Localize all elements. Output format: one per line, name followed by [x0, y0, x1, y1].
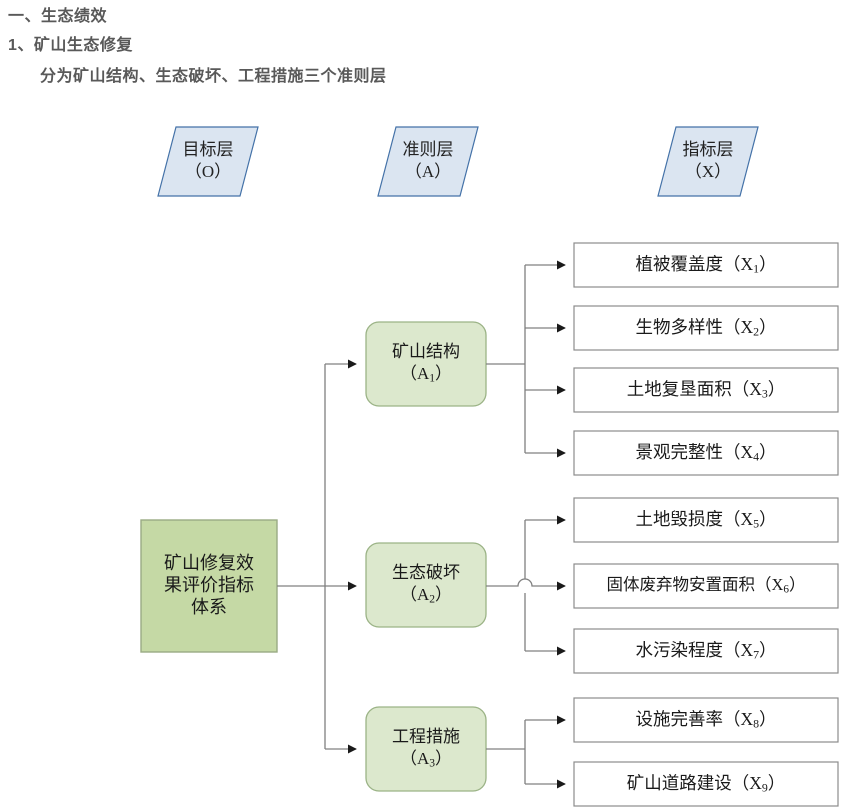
node-root[interactable] — [140, 519, 278, 653]
connector-root-trunk — [277, 364, 326, 749]
heading-section-title: 一、生态绩效 — [8, 8, 108, 25]
node-criteria-A3[interactable] — [365, 706, 487, 792]
node-indicator-X4[interactable] — [573, 430, 839, 476]
node-indicator-X7[interactable] — [573, 628, 839, 674]
node-indicator-X2[interactable] — [573, 305, 839, 351]
node-indicator-X3[interactable] — [573, 367, 839, 413]
connector-A3-trunk — [486, 720, 526, 784]
node-criteria-A2[interactable] — [365, 542, 487, 628]
layer-header-goal[interactable] — [157, 126, 259, 197]
node-indicator-X1[interactable] — [573, 242, 839, 288]
connector-A2-trunk — [486, 520, 566, 651]
layer-header-indicator[interactable] — [657, 126, 759, 197]
node-indicator-X5[interactable] — [573, 497, 839, 543]
node-criteria-A1[interactable] — [365, 321, 487, 407]
node-indicator-X9[interactable] — [573, 761, 839, 807]
connector-A1-trunk — [486, 265, 526, 453]
node-indicator-X6[interactable] — [573, 563, 839, 609]
layer-header-criteria[interactable] — [377, 126, 479, 197]
heading-description: 分为矿山结构、生态破坏、工程措施三个准则层 — [40, 68, 387, 85]
heading-subsection-title: 1、矿山生态修复 — [8, 37, 133, 54]
node-indicator-X8[interactable] — [573, 697, 839, 743]
